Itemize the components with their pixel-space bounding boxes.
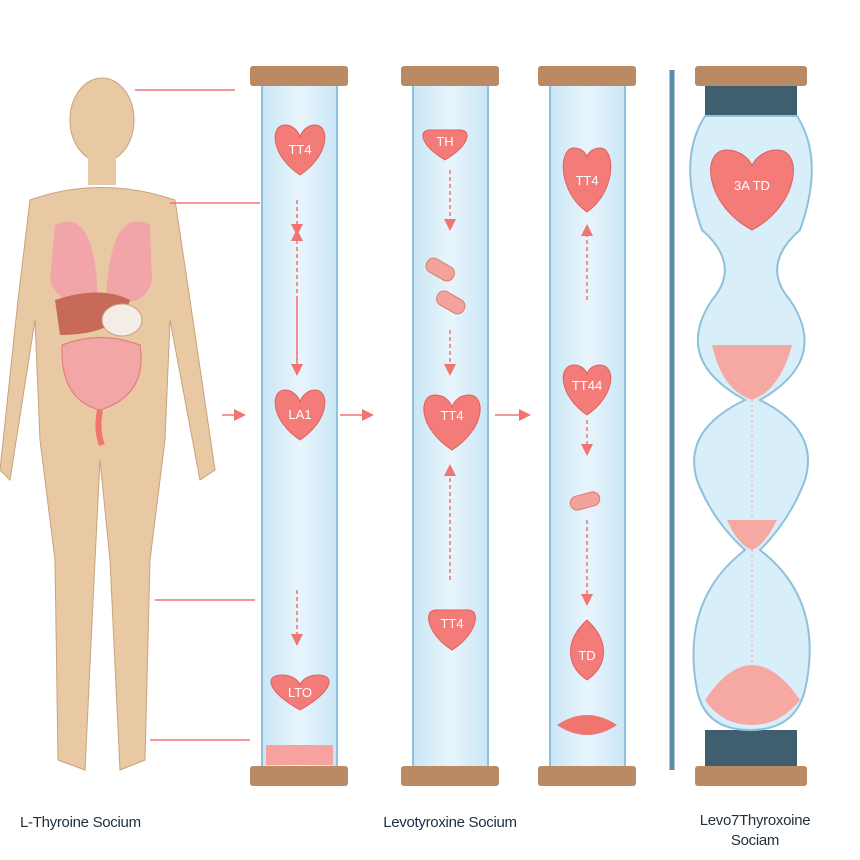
heart-icon bbox=[562, 364, 612, 416]
label-tube1-top: TT4 bbox=[288, 142, 311, 157]
liver-icon bbox=[55, 292, 130, 335]
drop-icon bbox=[570, 619, 604, 681]
label-tube2-top: TH bbox=[436, 134, 453, 149]
human-body-figure bbox=[0, 77, 216, 771]
label-tube3-middle: TT44 bbox=[572, 378, 602, 393]
caption-right-line1: Levo7Thyroxoine bbox=[699, 812, 811, 829]
hourglass: 3A TD bbox=[669, 66, 813, 786]
heart-icon bbox=[428, 609, 476, 651]
caption-middle: Levotyroxine Socium bbox=[383, 814, 517, 831]
label-tube1-bottom: LTO bbox=[288, 685, 312, 700]
heart-icon bbox=[423, 394, 481, 451]
label-tube3-bottom: TD bbox=[578, 648, 595, 663]
heart-icon bbox=[562, 147, 612, 213]
heart-icon bbox=[274, 389, 326, 441]
pointer-lines bbox=[135, 89, 531, 741]
label-tube1-middle: LA1 bbox=[288, 407, 311, 422]
intestines-icon bbox=[61, 337, 142, 411]
caption-right-line2: Sociam bbox=[730, 832, 780, 849]
heart-icon bbox=[274, 124, 326, 176]
lungs-icon bbox=[50, 221, 98, 303]
hearts bbox=[270, 124, 612, 711]
label-tube2-bottom: TT4 bbox=[440, 616, 463, 631]
pill-icons bbox=[425, 257, 601, 511]
heart-icon bbox=[422, 129, 468, 161]
label-tube3-top: TT4 bbox=[575, 173, 598, 188]
heart-icon bbox=[270, 674, 330, 711]
label-tube2-middle: TT4 bbox=[440, 408, 463, 423]
tube-1 bbox=[250, 66, 348, 786]
caption-left: L-Thyroine Socium bbox=[20, 814, 141, 831]
label-hourglass-heart: 3A TD bbox=[734, 178, 770, 193]
heart-icon bbox=[710, 149, 794, 231]
